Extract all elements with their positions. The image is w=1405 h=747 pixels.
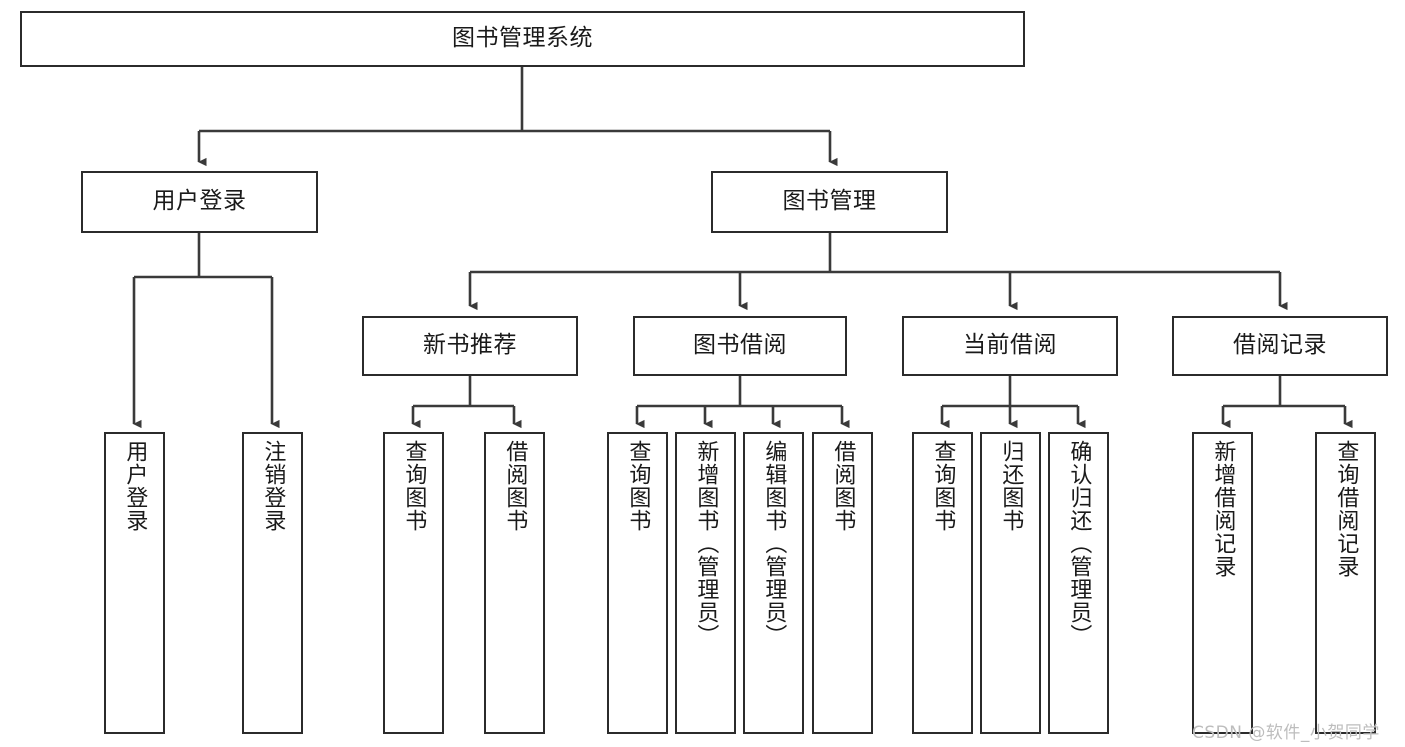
- node-root-label: 图书管理系统: [452, 25, 593, 52]
- leaf-user-login[interactable]: 用户登录: [104, 432, 165, 734]
- leaf-query-borrow-record-label: 查询借阅记录: [1333, 440, 1359, 578]
- leaf-confirm-return[interactable]: 确认归还（管理员）: [1048, 432, 1109, 734]
- leaf-query-book-current-label: 查询图书: [930, 440, 956, 532]
- node-new-book-recommend-label: 新书推荐: [423, 332, 517, 359]
- leaf-borrow-book-recommend[interactable]: 借阅图书: [484, 432, 545, 734]
- leaf-query-book-current[interactable]: 查询图书: [912, 432, 973, 734]
- node-new-book-recommend[interactable]: 新书推荐: [362, 316, 578, 376]
- leaf-borrow-book-label: 借阅图书: [830, 440, 856, 532]
- leaf-query-book-recommend-label: 查询图书: [401, 440, 427, 532]
- node-borrow-record[interactable]: 借阅记录: [1172, 316, 1388, 376]
- node-current-borrow[interactable]: 当前借阅: [902, 316, 1118, 376]
- leaf-add-book-label: 新增图书（管理员）: [693, 440, 719, 647]
- leaf-return-book[interactable]: 归还图书: [980, 432, 1041, 734]
- node-book-manage[interactable]: 图书管理: [711, 171, 948, 233]
- leaf-logout-login-label: 注销登录: [260, 440, 286, 532]
- node-user-login[interactable]: 用户登录: [81, 171, 318, 233]
- leaf-borrow-book-recommend-label: 借阅图书: [502, 440, 528, 532]
- node-root-book-management-system[interactable]: 图书管理系统: [20, 11, 1025, 67]
- leaf-add-borrow-record-label: 新增借阅记录: [1210, 440, 1236, 578]
- node-book-borrow-label: 图书借阅: [693, 332, 787, 359]
- leaf-add-borrow-record[interactable]: 新增借阅记录: [1192, 432, 1253, 734]
- leaf-logout-login[interactable]: 注销登录: [242, 432, 303, 734]
- node-current-borrow-label: 当前借阅: [963, 332, 1057, 359]
- leaf-add-book[interactable]: 新增图书（管理员）: [675, 432, 736, 734]
- node-borrow-record-label: 借阅记录: [1233, 332, 1327, 359]
- leaf-query-borrow-record[interactable]: 查询借阅记录: [1315, 432, 1376, 734]
- leaf-confirm-return-label: 确认归还（管理员）: [1066, 440, 1092, 647]
- leaf-query-book-recommend[interactable]: 查询图书: [383, 432, 444, 734]
- csdn-watermark: CSDN @软件_小贺同学: [1192, 723, 1380, 743]
- node-user-login-label: 用户登录: [152, 188, 247, 215]
- leaf-return-book-label: 归还图书: [998, 440, 1024, 532]
- leaf-user-login-label: 用户登录: [122, 440, 148, 532]
- node-book-manage-label: 图书管理: [782, 188, 877, 215]
- leaf-query-book-borrow[interactable]: 查询图书: [607, 432, 668, 734]
- leaf-borrow-book[interactable]: 借阅图书: [812, 432, 873, 734]
- leaf-edit-book-label: 编辑图书（管理员）: [761, 440, 787, 647]
- node-book-borrow[interactable]: 图书借阅: [633, 316, 847, 376]
- leaf-edit-book[interactable]: 编辑图书（管理员）: [743, 432, 804, 734]
- leaf-query-book-borrow-label: 查询图书: [625, 440, 651, 532]
